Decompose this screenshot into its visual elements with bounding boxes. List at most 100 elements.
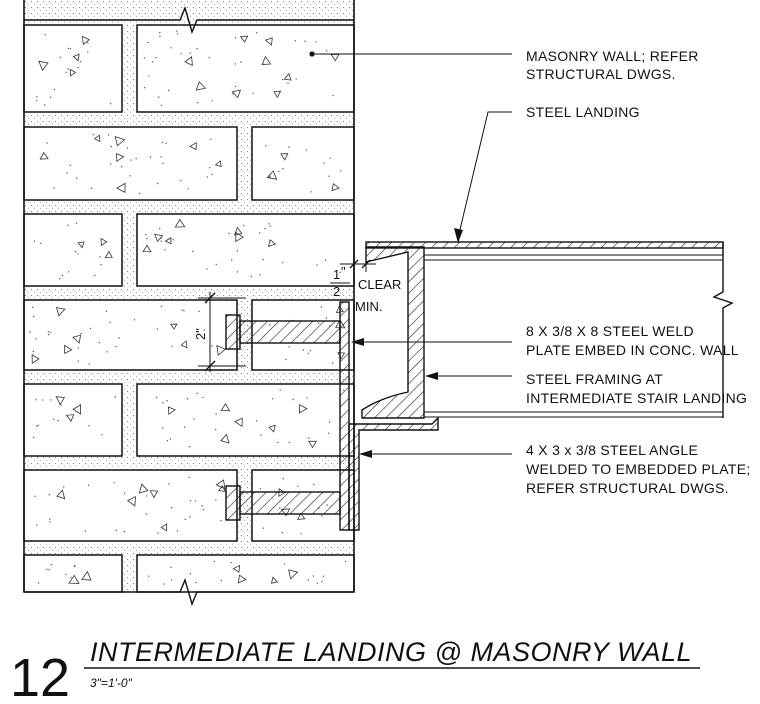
aggregate-mark [288, 569, 299, 580]
break-line-top [24, 5, 354, 35]
aggregate-dot [33, 436, 35, 438]
aggregate-mark [220, 433, 230, 444]
aggregate-dot [36, 99, 38, 102]
aggregate-dot [269, 225, 271, 227]
anchor-head-lower [225, 485, 241, 521]
block-unit [251, 126, 355, 201]
block-unit [23, 469, 238, 542]
aggregate-dot [215, 263, 217, 266]
aggregate-dot [65, 71, 67, 73]
aggregate-dot [297, 485, 299, 488]
aggregate-dot [262, 527, 265, 529]
aggregate-dot [32, 350, 35, 353]
block-unit [23, 213, 123, 287]
aggregate-dot [316, 264, 318, 266]
aggregate-mark [65, 414, 75, 423]
aggregate-dot [135, 158, 137, 160]
aggregate-dot [287, 82, 289, 85]
aggregate-dot [255, 420, 258, 422]
aggregate-dot [181, 309, 183, 311]
aggregate-dot [211, 173, 213, 176]
title-block: 12 INTERMEDIATE LANDING @ MASONRY WALL 3… [10, 637, 700, 704]
angle-leader-arrow [359, 450, 372, 458]
aggregate-dot [79, 61, 82, 63]
aggregate-dot [339, 271, 341, 274]
angle-note-line-3: REFER STRUCTURAL DWGS. [526, 480, 729, 496]
aggregate-dot [146, 237, 148, 240]
anchor-head-upper [225, 314, 241, 350]
aggregate-dot [323, 162, 325, 164]
aggregate-dot [302, 349, 305, 351]
aggregate-dot [90, 187, 93, 190]
aggregate-dot [281, 531, 284, 534]
aggregate-dot [315, 41, 317, 43]
block-unit [23, 299, 238, 371]
aggregate-mark [69, 68, 77, 77]
aggregate-dot [196, 48, 198, 50]
aggregate-dot [259, 274, 261, 276]
framing-note-line-1: STEEL FRAMING AT [526, 371, 663, 387]
weld-plate-note-line-2: PLATE EMBED IN CONC. WALL [526, 342, 739, 358]
aggregate-dot [166, 440, 169, 442]
aggregate-dot [250, 275, 252, 278]
aggregate-dot [32, 306, 34, 309]
aggregate-dot [160, 104, 163, 106]
aggregate-dot [123, 530, 126, 533]
aggregate-dot [110, 145, 113, 148]
aggregate-dot [282, 168, 284, 170]
aggregate-marks [29, 30, 347, 585]
aggregate-dot [67, 224, 69, 226]
aggregate-dot [260, 434, 262, 436]
aggregate-dot [39, 242, 42, 245]
aggregate-dot [170, 506, 173, 509]
aggregate-mark [283, 72, 292, 81]
angle-note-line-1: 4 X 3 x 3/8 STEEL ANGLE [526, 442, 698, 458]
aggregate-dot [264, 227, 266, 230]
aggregate-dot [307, 352, 309, 354]
aggregate-dot [211, 345, 213, 347]
aggregate-dot [184, 426, 186, 428]
aggregate-dot [288, 346, 290, 348]
clear-label: CLEAR [358, 277, 401, 292]
aggregate-mark [167, 406, 176, 416]
aggregate-dot [162, 162, 164, 165]
aggregate-mark [233, 417, 243, 428]
aggregate-mark [64, 344, 73, 354]
landing-leader [457, 111, 512, 239]
aggregate-mark [114, 135, 126, 147]
aggregate-dot [271, 398, 274, 400]
clear-fraction-num: 1 [333, 267, 340, 282]
aggregate-dot [206, 176, 209, 178]
aggregate-dot [49, 521, 51, 523]
aggregate-dot [165, 142, 167, 144]
embed-plate [339, 301, 350, 531]
aggregate-dot [47, 331, 50, 333]
aggregate-dot [180, 53, 182, 55]
aggregate-dot [331, 362, 334, 364]
aggregate-dot [48, 569, 50, 571]
aggregate-dot [109, 321, 111, 324]
aggregate-dot [168, 483, 170, 485]
aggregate-dot [189, 52, 191, 54]
aggregate-dot [44, 34, 46, 36]
aggregate-mark [267, 239, 277, 248]
aggregate-dot [129, 175, 131, 177]
aggregate-dot [187, 188, 189, 190]
aggregate-dot [215, 428, 217, 431]
anchor-stud-lower [239, 491, 341, 515]
aggregate-dot [65, 573, 67, 576]
aggregate-dot [234, 85, 237, 88]
aggregate-dot [35, 398, 37, 401]
aggregate-mark [266, 170, 278, 180]
aggregate-dot [234, 63, 237, 65]
aggregate-mark [72, 53, 80, 62]
aggregate-dot [143, 57, 146, 59]
aggregate-mark [55, 307, 66, 317]
aggregate-dot [145, 513, 148, 515]
aggregate-dot [98, 341, 101, 344]
aggregate-dot [88, 424, 90, 427]
aggregate-dot [170, 47, 172, 49]
aggregate-dot [67, 271, 70, 273]
steel-landing-note: STEEL LANDING [526, 104, 640, 120]
aggregate-dot [156, 182, 159, 185]
